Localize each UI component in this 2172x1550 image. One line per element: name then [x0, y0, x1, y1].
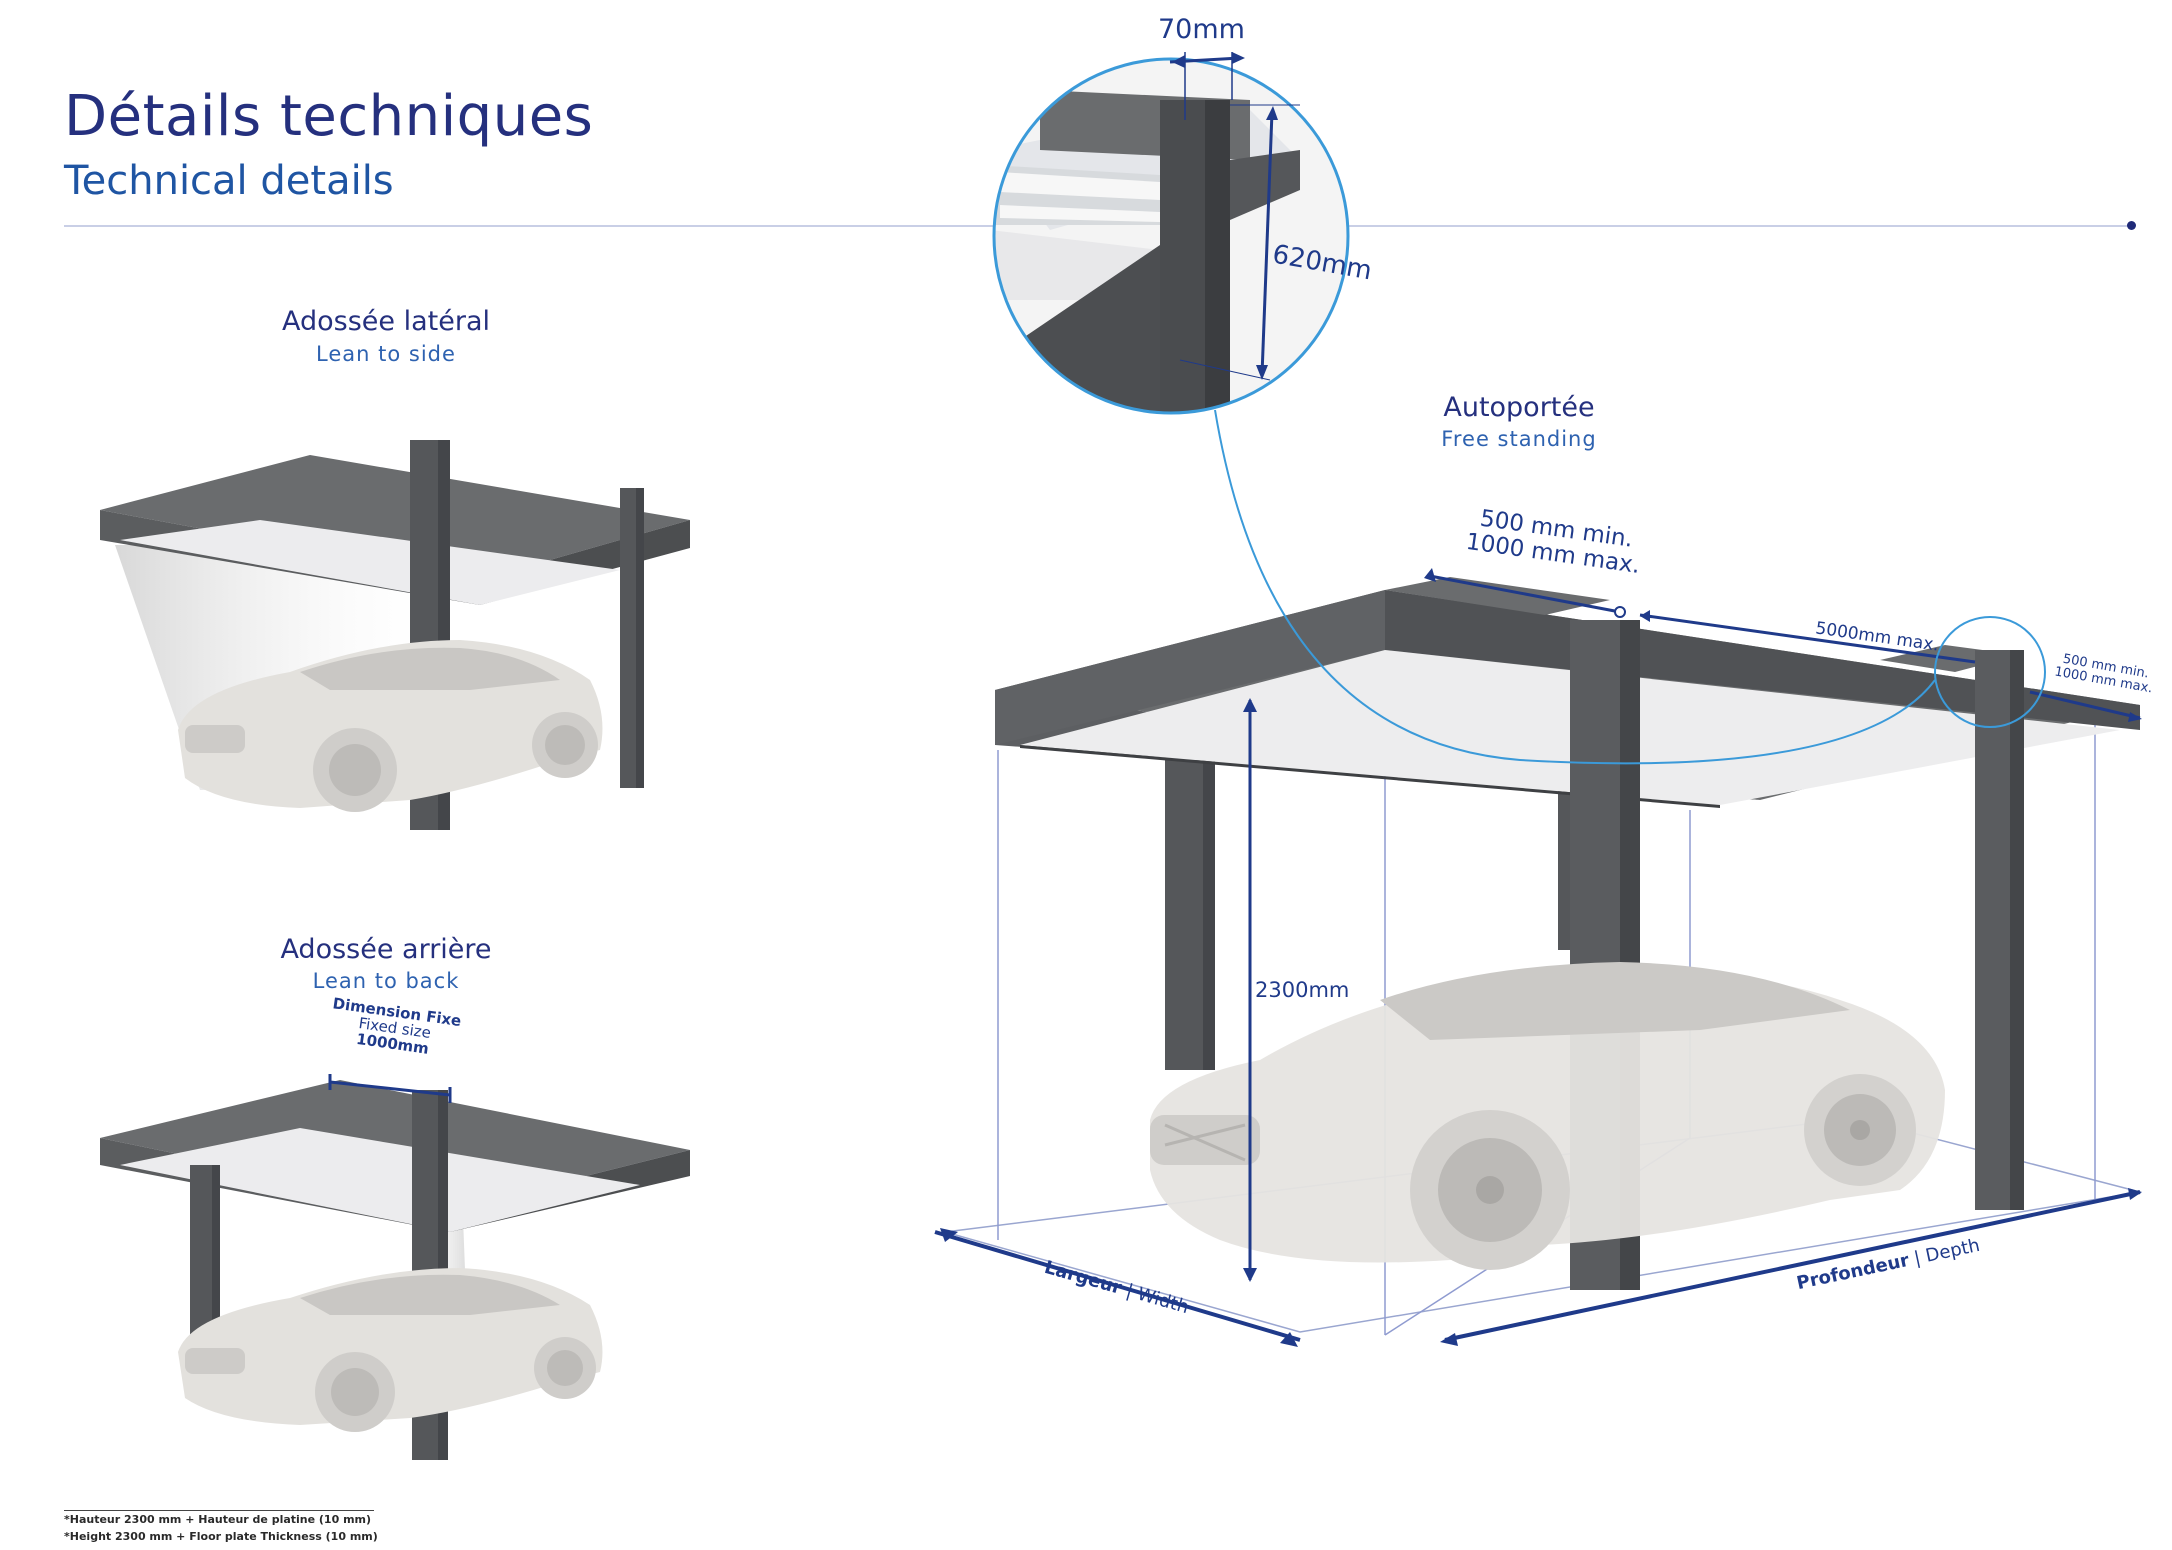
pergola-free-standing: [934, 568, 2142, 1347]
section-subtitle-free-standing: Free standing: [1441, 427, 1597, 451]
page-title: Détails techniques: [64, 84, 594, 149]
page-subtitle: Technical details: [64, 158, 394, 204]
car-side: [178, 640, 603, 812]
zoom-connector: [1214, 409, 1936, 765]
divider-end-dot: [2127, 221, 2136, 230]
pergola-lean-back: [100, 1074, 690, 1460]
footnote-en: *Height 2300 mm + Floor plate Thickness …: [64, 1530, 378, 1543]
car-back: [178, 1268, 603, 1432]
section-subtitle-lean-side: Lean to side: [316, 342, 456, 366]
pergola-lean-side: [100, 440, 690, 830]
section-title-lean-side: Adossée latéral: [282, 306, 490, 337]
dim-height: 2300mm: [1255, 978, 1350, 1002]
footnote-fr: *Hauteur 2300 mm + Hauteur de platine (1…: [64, 1513, 372, 1526]
section-subtitle-lean-back: Lean to back: [312, 969, 460, 993]
section-title-lean-back: Adossée arrière: [280, 934, 492, 965]
section-title-free-standing: Autoportée: [1443, 392, 1595, 423]
zoom-detail: [992, 52, 1350, 415]
footnote-divider: [64, 1510, 374, 1511]
dim-beam-width: 70mm: [1158, 14, 1245, 45]
car-free-standing: [1150, 962, 1945, 1270]
